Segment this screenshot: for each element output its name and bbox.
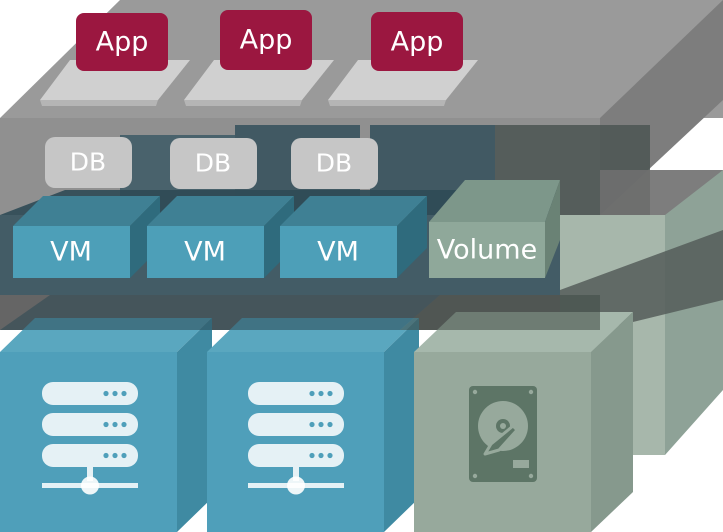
db-label: DB bbox=[316, 149, 352, 178]
server-box-1 bbox=[0, 318, 212, 532]
hw-layer-overlay bbox=[0, 295, 600, 330]
db-badge-2: DB bbox=[170, 138, 257, 189]
vm-label: VM bbox=[184, 237, 226, 268]
vm-box-3: VM bbox=[280, 196, 427, 278]
server-box-2 bbox=[207, 318, 419, 532]
app-label: App bbox=[96, 27, 149, 58]
app-label: App bbox=[240, 25, 293, 56]
vm-box-2: VM bbox=[147, 196, 294, 278]
db-badge-1: DB bbox=[45, 137, 132, 188]
volume-box: Volume bbox=[429, 180, 560, 278]
vm-label: VM bbox=[317, 237, 359, 268]
storage-box bbox=[414, 312, 633, 532]
app-label: App bbox=[391, 27, 444, 58]
volume-label: Volume bbox=[437, 235, 537, 266]
vm-label: VM bbox=[50, 237, 92, 268]
db-label: DB bbox=[195, 149, 231, 178]
app-badge-2: App bbox=[220, 10, 312, 70]
server-icon bbox=[42, 382, 138, 495]
hard-drive-icon bbox=[469, 386, 537, 482]
vm-box-1: VM bbox=[13, 196, 160, 278]
db-label: DB bbox=[70, 148, 106, 177]
server-icon bbox=[248, 382, 344, 495]
db-badge-3: DB bbox=[291, 138, 378, 189]
app-badge-1: App bbox=[76, 13, 168, 71]
app-badge-3: App bbox=[371, 12, 463, 71]
